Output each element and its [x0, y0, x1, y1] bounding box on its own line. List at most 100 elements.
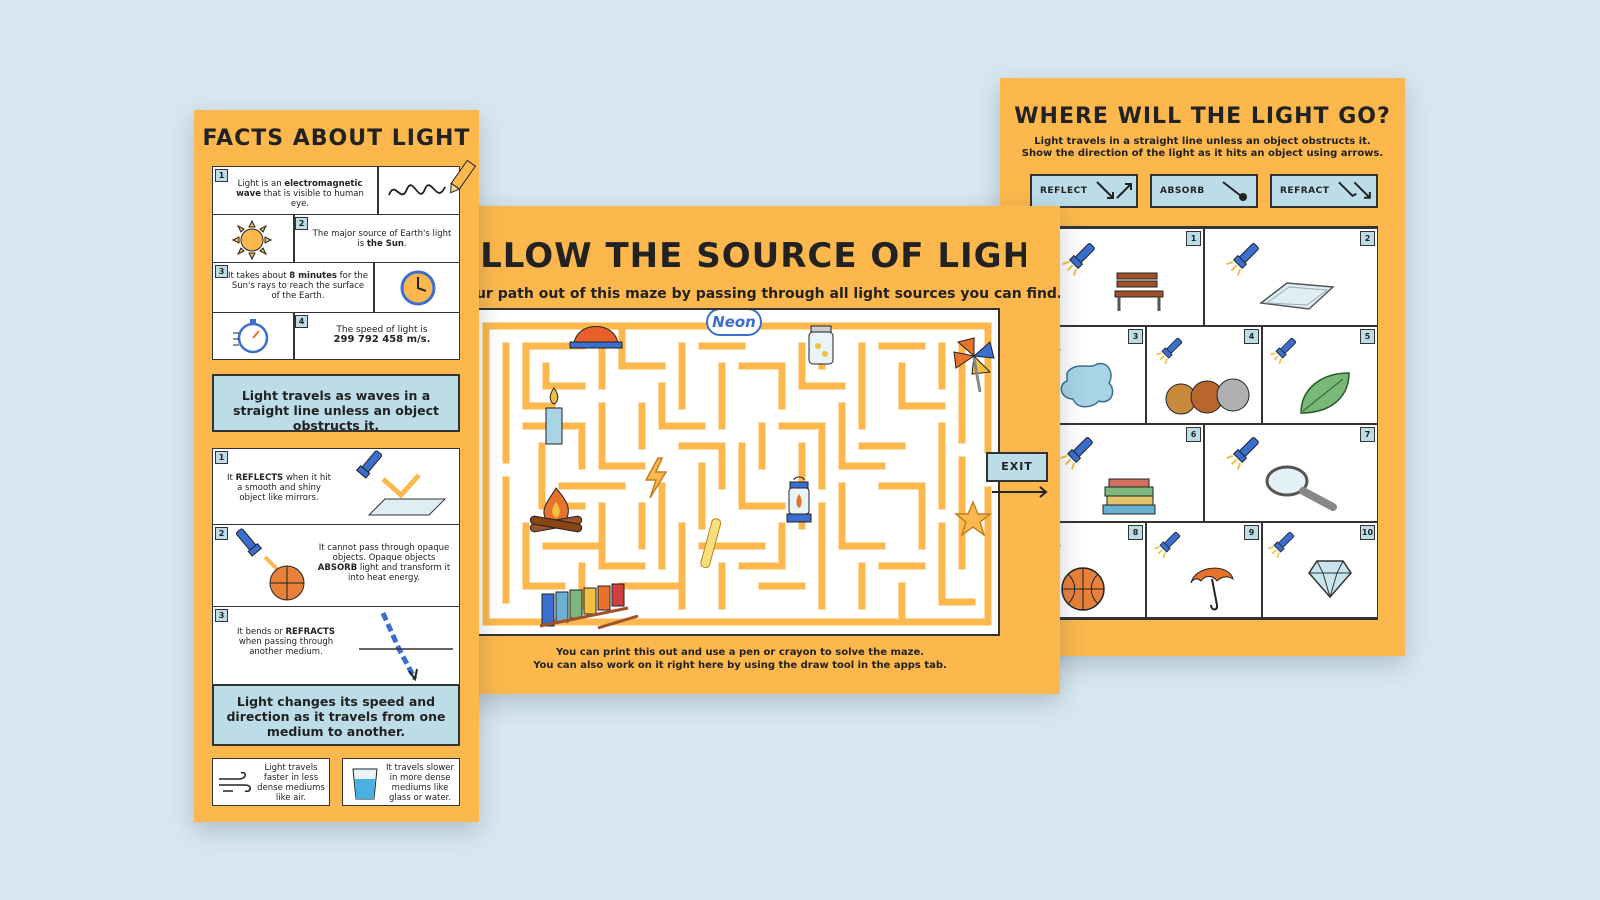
- mirror-icon: [1259, 282, 1335, 310]
- cell-number: 10: [1360, 525, 1375, 540]
- water-puddle-icon: [1060, 362, 1114, 408]
- xylophone-icon: [539, 583, 639, 630]
- legend-absorb: ABSORB: [1150, 174, 1258, 208]
- objects-grid: 1 2 3 4 5 6: [1028, 226, 1378, 620]
- umbrella-icon: [1190, 567, 1234, 611]
- exit-sign: EXIT: [986, 452, 1048, 482]
- banner-straight-line: Light travels as waves in a straight lin…: [212, 374, 460, 433]
- property-number: 2: [215, 527, 228, 540]
- cell-number: 4: [1244, 329, 1259, 344]
- cell-number: 6: [1186, 427, 1201, 442]
- flashlight-icon: [1268, 531, 1295, 558]
- footer-line-2: You can also work on it right here by us…: [533, 660, 947, 671]
- property-text: It REFLECTS when it hit a smooth and shi…: [227, 473, 331, 503]
- flashlight-icon: [1270, 337, 1297, 364]
- reflect-illustration-icon: [355, 450, 447, 516]
- maze-area[interactable]: Neon: [470, 308, 1000, 636]
- campfire-icon: [529, 487, 583, 533]
- maze-title: FOLLOW THE SOURCE OF LIGHT: [460, 236, 1026, 276]
- worksheet-where-light-goes: WHERE WILL THE LIGHT GO? Light travels i…: [1000, 78, 1405, 656]
- instruction-line-2: Show the direction of the light as it hi…: [1021, 148, 1384, 159]
- fact-row: 2 The major source of Earth's light is t…: [213, 215, 459, 263]
- clock-icon: [400, 270, 436, 306]
- fact-card-air: Light travels faster in less dense mediu…: [212, 758, 330, 806]
- legend-label: ABSORB: [1160, 186, 1205, 196]
- pencil-icon: [450, 159, 476, 194]
- worksheet-facts-about-light: FACTS ABOUT LIGHT 1 Light is an electrom…: [194, 110, 479, 822]
- glass-of-water-icon: [352, 768, 378, 800]
- lightning-icon: [644, 457, 668, 499]
- magnifying-glass-icon: [1265, 465, 1337, 511]
- absorb-arrow-icon: [1222, 181, 1247, 201]
- object-cell-magnifying-glass[interactable]: 7: [1204, 424, 1378, 522]
- footer-line-1: You can print this out and use a pen or …: [555, 647, 925, 658]
- legend-refract: REFRACT: [1270, 174, 1378, 208]
- worksheet-instructions: Light travels in a straight line unless …: [1020, 136, 1385, 160]
- cell-number: 7: [1360, 427, 1375, 442]
- wave-icon: [388, 184, 446, 196]
- cell-number: 3: [1128, 329, 1143, 344]
- fact-number: 3: [215, 265, 228, 278]
- firefly-jar-icon: [808, 325, 834, 365]
- property-text: It cannot pass through opaque objects. O…: [317, 543, 451, 583]
- flashlight-icon: [1156, 337, 1183, 364]
- property-number: 1: [215, 451, 228, 464]
- flashlight-icon: [1060, 437, 1093, 470]
- cell-number: 2: [1360, 231, 1375, 246]
- refract-arrow-icon: [1338, 181, 1372, 199]
- fact-card-water: It travels slower in more dense mediums …: [342, 758, 460, 806]
- fact-row: 3 It takes about 8 minutes for the Sun's…: [213, 263, 459, 313]
- neon-sign: Neon: [706, 310, 762, 336]
- lantern-icon: [786, 476, 812, 523]
- jelly-mold-icon: [569, 326, 623, 349]
- object-cell-diamond[interactable]: 10: [1262, 522, 1378, 618]
- facts-table: 1 Light is an electromagnetic wave that …: [212, 166, 460, 360]
- banner-speed-direction: Light changes its speed and direction as…: [212, 684, 460, 746]
- properties-table: 1 It REFLECTS when it hit a smooth and s…: [212, 448, 460, 686]
- fact-row: 1 Light is an electromagnetic wave that …: [213, 167, 459, 215]
- legend-label: REFLECT: [1040, 186, 1088, 196]
- object-cell-coins[interactable]: 4: [1146, 326, 1262, 424]
- wind-icon: [219, 771, 251, 793]
- refract-illustration-icon: [359, 611, 453, 682]
- neon-label: Neon: [712, 313, 756, 331]
- bench-icon: [1114, 272, 1164, 311]
- exit-arrow-icon: [992, 486, 1048, 498]
- property-number: 3: [215, 609, 228, 622]
- fact-number: 4: [295, 315, 308, 328]
- fact-text: It takes about 8 minutes for the Sun's r…: [228, 271, 368, 301]
- property-text: It bends or REFRACTS when passing throug…: [237, 627, 335, 657]
- leaf-icon: [1300, 372, 1350, 414]
- diamond-icon: [1308, 560, 1352, 599]
- maze-subtitle-text: Find your path out of this maze by passi…: [460, 286, 1060, 302]
- coins-icon: [1165, 378, 1250, 415]
- property-row-refract: 3 It bends or REFRACTS when passing thro…: [213, 607, 459, 685]
- property-row-absorb: 2 It cannot pass through opaque objects.…: [213, 525, 459, 607]
- facts-title: FACTS ABOUT LIGHT: [202, 126, 471, 151]
- books-icon: [1102, 478, 1156, 515]
- legend-reflect: REFLECT: [1030, 174, 1138, 208]
- flashlight-icon: [1226, 437, 1259, 470]
- object-cell-mirror[interactable]: 2: [1204, 228, 1378, 326]
- sun-icon: [231, 219, 273, 261]
- stopwatch-icon: [233, 319, 269, 354]
- cell-number: 9: [1244, 525, 1259, 540]
- fact-number: 2: [295, 217, 308, 230]
- worksheet-maze: FOLLOW THE SOURCE OF LIGHT Find your pat…: [460, 206, 1060, 694]
- object-cell-leaf[interactable]: 5: [1262, 326, 1378, 424]
- fact-card-water-text: It travels slower in more dense mediums …: [386, 763, 454, 803]
- object-cell-umbrella[interactable]: 9: [1146, 522, 1262, 618]
- flashlight-icon: [1154, 531, 1181, 558]
- fact-card-air-text: Light travels faster in less dense mediu…: [257, 763, 325, 803]
- cell-number: 5: [1360, 329, 1375, 344]
- maze-footer: You can print this out and use a pen or …: [460, 646, 1020, 672]
- absorb-illustration-icon: [235, 528, 305, 601]
- glow-stick-icon: [700, 518, 722, 569]
- maze-subtitle: Find your path out of this maze by passi…: [460, 286, 1060, 302]
- property-row-reflect: 1 It REFLECTS when it hit a smooth and s…: [213, 449, 459, 525]
- flashlight-icon: [1062, 243, 1095, 276]
- reflect-arrow-icon: [1096, 181, 1133, 199]
- candle-icon: [545, 387, 563, 445]
